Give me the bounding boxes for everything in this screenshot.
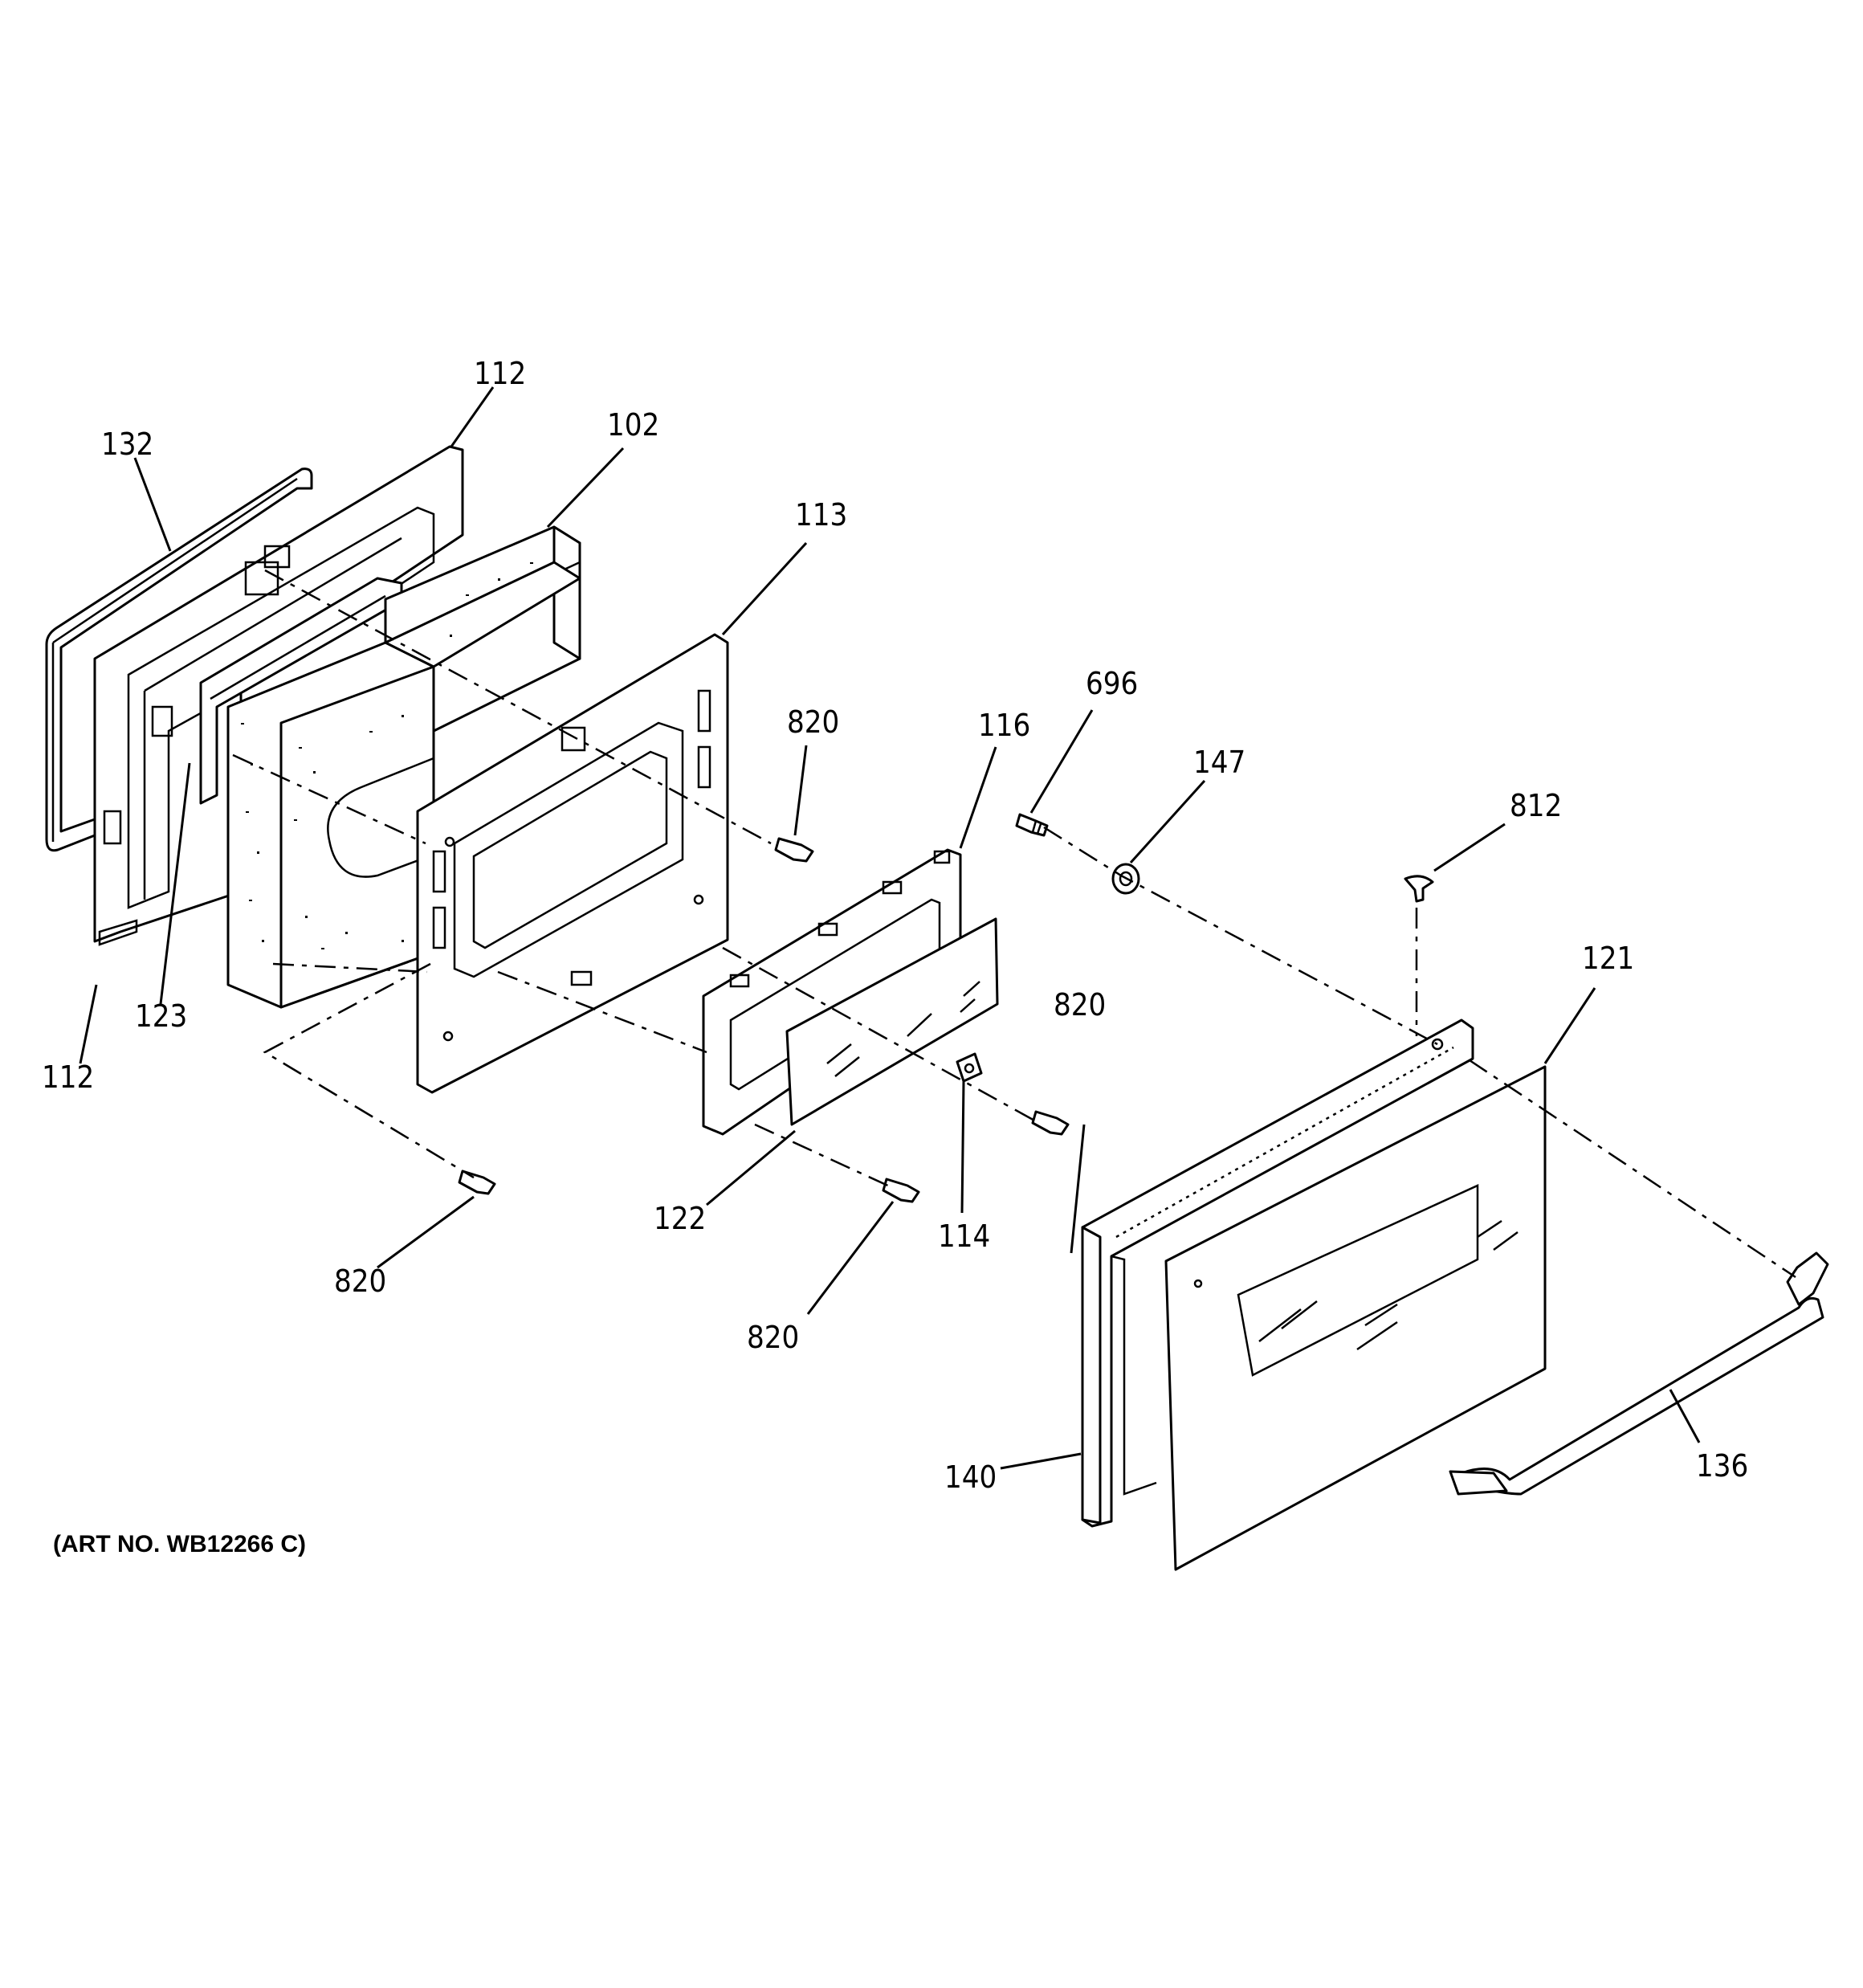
part-123-inner-panel bbox=[199, 577, 403, 805]
part-132-gasket bbox=[45, 467, 313, 852]
callout-113: 113 bbox=[795, 497, 847, 533]
part-114-bracket bbox=[956, 1052, 983, 1083]
callout-132: 132 bbox=[101, 427, 153, 462]
callout-122: 122 bbox=[654, 1201, 706, 1236]
callout-114: 114 bbox=[938, 1219, 990, 1254]
screw-820-b bbox=[458, 1170, 496, 1195]
callout-121: 121 bbox=[1582, 941, 1634, 976]
callout-147: 147 bbox=[1193, 745, 1245, 780]
callout-102: 102 bbox=[607, 407, 659, 443]
callout-112-bottom: 112 bbox=[42, 1059, 94, 1095]
screw-820-a bbox=[774, 837, 814, 863]
callout-820-c: 820 bbox=[1054, 987, 1106, 1023]
callout-136: 136 bbox=[1696, 1448, 1748, 1484]
screw-696 bbox=[1015, 813, 1049, 837]
callout-820-d: 820 bbox=[747, 1320, 799, 1355]
part-122-inner-glass bbox=[785, 917, 999, 1126]
callout-696: 696 bbox=[1086, 666, 1138, 701]
callout-labels: 112 132 102 113 820 116 696 147 812 121 … bbox=[42, 356, 1748, 1495]
part-113-inner-door-panel bbox=[416, 633, 729, 1094]
callout-116: 116 bbox=[978, 708, 1030, 743]
screw-812 bbox=[1404, 875, 1434, 903]
callout-820-b: 820 bbox=[334, 1263, 386, 1299]
callout-123: 123 bbox=[135, 998, 187, 1034]
screw-820-d bbox=[1031, 1110, 1070, 1136]
callout-140: 140 bbox=[944, 1459, 997, 1495]
assembly-lines bbox=[232, 569, 1796, 1279]
callout-812: 812 bbox=[1510, 788, 1562, 823]
part-121-outer-glass bbox=[1164, 1065, 1547, 1571]
screw-820-c bbox=[882, 1178, 920, 1203]
part-136-handle bbox=[1449, 1251, 1829, 1496]
part-140-outer-door-frame bbox=[1081, 1018, 1474, 1528]
callout-112-top: 112 bbox=[474, 356, 526, 391]
leader-lines bbox=[79, 386, 1701, 1470]
part-102-insulation-front bbox=[226, 561, 581, 1009]
callout-820-a: 820 bbox=[787, 704, 839, 740]
art-number-caption: (ART NO. WB12266 C) bbox=[53, 1531, 307, 1557]
